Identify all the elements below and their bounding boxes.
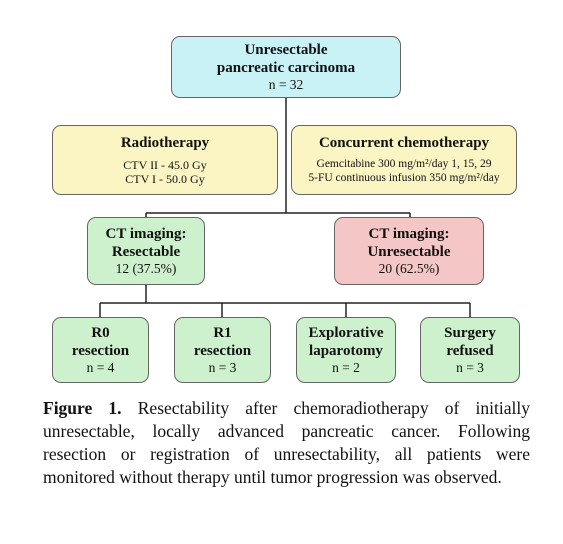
chemo-line2: 5-FU continuous infusion 350 mg/m²/day (308, 172, 500, 184)
r1-line2: resection (193, 342, 252, 359)
r0-line1: R0 (91, 324, 110, 341)
box-surgery-refused: Surgery refused n = 3 (420, 317, 520, 383)
radiotherapy-line2: CTV I - 50.0 Gy (125, 172, 205, 186)
caption-text: Resectability after chemoradiotherapy of… (43, 398, 530, 487)
top-line1: Unresectable (244, 41, 328, 58)
connector-lines (99, 97, 471, 317)
explorative-line1: Explorative (308, 324, 384, 341)
box-ct-resectable: CT imaging: Resectable 12 (37.5%) (87, 217, 205, 285)
box-unresectable-carcinoma: Unresectable pancreatic carcinoma n = 32 (171, 36, 401, 98)
box-explorative-laparotomy: Explorative laparotomy n = 2 (296, 317, 396, 383)
resectable-count: 12 (37.5%) (115, 260, 177, 276)
explorative-line2: laparotomy (309, 342, 383, 359)
r1-line1: R1 (213, 324, 232, 341)
resectable-line1: CT imaging: (105, 225, 187, 242)
box-concurrent-chemotherapy: Concurrent chemotherapy Gemcitabine 300 … (291, 125, 517, 195)
unresectable-line1: CT imaging: (368, 225, 450, 242)
caption-label: Figure 1. (43, 398, 122, 418)
chemo-line1: Gemcitabine 300 mg/m²/day 1, 15, 29 (316, 158, 492, 171)
r1-count: n = 3 (208, 359, 237, 375)
r0-count: n = 4 (86, 359, 115, 375)
refused-count: n = 3 (456, 359, 484, 375)
unresectable-line2: Unresectable (367, 243, 451, 260)
chemo-title: Concurrent chemotherapy (318, 135, 490, 152)
explorative-count: n = 2 (332, 359, 360, 375)
r0-line2: resection (71, 342, 130, 359)
box-r1-resection: R1 resection n = 3 (174, 317, 271, 383)
refused-line1: Surgery (444, 324, 496, 341)
figure-caption: Figure 1. Resectability after chemoradio… (43, 397, 530, 489)
resectable-line2: Resectable (111, 243, 181, 260)
unresectable-count: 20 (62.5%) (378, 260, 440, 276)
refused-line2: refused (446, 342, 494, 359)
box-ct-unresectable: CT imaging: Unresectable 20 (62.5%) (334, 217, 484, 285)
box-r0-resection: R0 resection n = 4 (52, 317, 149, 383)
radiotherapy-line1: CTV II - 45.0 Gy (123, 157, 207, 172)
top-count: n = 32 (268, 76, 304, 92)
top-line2: pancreatic carcinoma (216, 59, 356, 76)
radiotherapy-title: Radiotherapy (120, 134, 210, 151)
box-radiotherapy: Radiotherapy CTV II - 45.0 Gy CTV I - 50… (52, 125, 278, 195)
